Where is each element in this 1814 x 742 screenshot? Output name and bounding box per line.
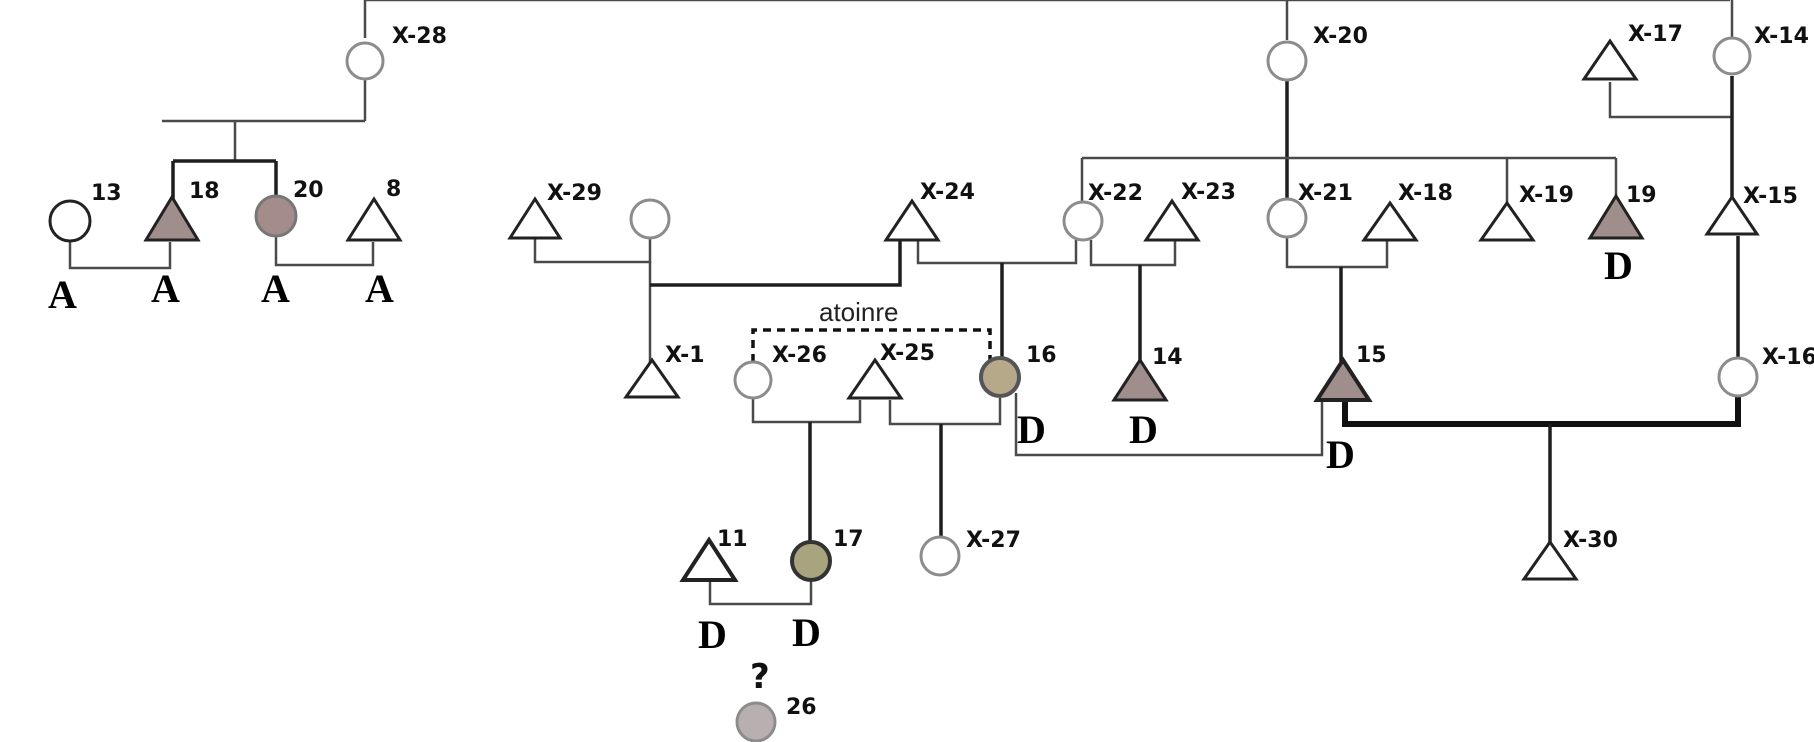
label-x18: X-18 xyxy=(1398,181,1453,206)
label-i8: 8 xyxy=(386,177,401,202)
x22-female-symbol[interactable] xyxy=(1062,200,1104,242)
label-i16: 16 xyxy=(1026,343,1057,368)
x29-couple-line xyxy=(533,236,652,264)
label-i11: 11 xyxy=(717,527,748,552)
label-x1: X-1 xyxy=(665,343,705,368)
genotype-i19: D xyxy=(1604,243,1633,288)
i13-female-symbol[interactable] xyxy=(48,199,92,243)
i18-affected-male-symbol[interactable] xyxy=(143,194,201,242)
label-i20: 20 xyxy=(293,178,324,203)
x24-x22-couple-line xyxy=(916,240,1078,265)
genotype-labels: A A A A D D D D D D ? xyxy=(48,243,1633,697)
label-x26: X-26 xyxy=(772,343,827,368)
x28-female-symbol[interactable] xyxy=(345,41,385,81)
genotype-i11: D xyxy=(698,612,727,657)
x17-male-symbol[interactable] xyxy=(1581,38,1639,81)
pedigree-symbols xyxy=(48,36,1760,742)
label-x25: X-25 xyxy=(880,341,935,366)
label-i15: 15 xyxy=(1356,343,1387,368)
x18-male-symbol[interactable] xyxy=(1361,200,1419,242)
label-x20: X-20 xyxy=(1313,24,1368,49)
genotype-i18: A xyxy=(151,266,180,311)
x26-x25-couple-line xyxy=(751,398,862,424)
x14-female-symbol[interactable] xyxy=(1712,36,1752,76)
label-x17: X-17 xyxy=(1628,22,1683,47)
i16-i15-line xyxy=(1014,393,1324,457)
i11-male-symbol[interactable] xyxy=(679,536,739,582)
i20-affected-female-symbol[interactable] xyxy=(254,194,298,238)
label-x21: X-21 xyxy=(1298,181,1353,206)
label-x28: X-28 xyxy=(392,24,447,49)
x25-16-couple-line xyxy=(888,398,1002,426)
label-i13: 13 xyxy=(91,181,122,206)
i14-affected-male-symbol[interactable] xyxy=(1111,357,1169,402)
i16-affected-female-symbol[interactable] xyxy=(979,356,1021,398)
x19-male-symbol[interactable] xyxy=(1478,200,1536,242)
label-i14: 14 xyxy=(1152,345,1183,370)
id-labels: X-28 X-20 X-17 X-14 13 18 20 8 X-29 X-24… xyxy=(91,22,1814,720)
x21-female-symbol[interactable] xyxy=(1266,197,1308,239)
label-i18: 18 xyxy=(189,179,220,204)
x27-female-symbol[interactable] xyxy=(919,535,961,577)
label-x15: X-15 xyxy=(1743,184,1798,209)
i19-affected-male-symbol[interactable] xyxy=(1587,193,1645,240)
i15-affected-male-symbol[interactable] xyxy=(1313,356,1373,402)
x29-wife-female-symbol[interactable] xyxy=(629,198,671,240)
genotype-i16: D xyxy=(1017,407,1046,452)
i15-x16-couple-line xyxy=(1342,395,1741,427)
label-x30: X-30 xyxy=(1563,528,1618,553)
x25-male-symbol[interactable] xyxy=(846,357,904,400)
label-x29: X-29 xyxy=(547,181,602,206)
label-x16: X-16 xyxy=(1762,345,1814,370)
genotype-i15: D xyxy=(1326,432,1355,477)
i17-affected-female-symbol[interactable] xyxy=(790,540,832,582)
i26-unknown-female-symbol[interactable] xyxy=(735,701,777,742)
x28-sibship-line xyxy=(171,159,278,200)
label-x14: X-14 xyxy=(1754,24,1809,49)
pedigree-lines xyxy=(68,0,1741,606)
label-x23: X-23 xyxy=(1181,180,1236,205)
label-x19: X-19 xyxy=(1519,183,1574,208)
genotype-i13: A xyxy=(48,272,77,317)
label-x24: X-24 xyxy=(920,180,975,205)
x16-female-symbol[interactable] xyxy=(1717,356,1759,398)
x24-male-symbol[interactable] xyxy=(883,198,941,242)
x22-x23-couple-line xyxy=(1089,240,1177,267)
label-x22: X-22 xyxy=(1088,181,1143,206)
label-x27: X-27 xyxy=(966,528,1021,553)
x17-x14-marriage-line xyxy=(1608,82,1732,119)
x26-female-symbol[interactable] xyxy=(733,360,773,400)
x1-male-symbol[interactable] xyxy=(623,357,681,399)
x24-union-line xyxy=(650,237,902,287)
genotype-i26-question: ? xyxy=(750,657,770,697)
x30-male-symbol[interactable] xyxy=(1521,539,1579,581)
dashed-bracket-label: atoinre xyxy=(819,297,899,327)
i8-male-symbol[interactable] xyxy=(345,196,403,242)
x29-male-symbol[interactable] xyxy=(507,196,563,240)
genotype-i8: A xyxy=(365,266,394,311)
genotype-i14: D xyxy=(1129,407,1158,452)
x21-x18-couple-line xyxy=(1285,235,1389,269)
label-i26: 26 xyxy=(786,695,817,720)
label-i19: 19 xyxy=(1626,183,1657,208)
label-i17: 17 xyxy=(833,527,864,552)
couple-20-8-line xyxy=(274,235,375,267)
i11-i17-couple-line xyxy=(708,580,813,606)
couple-13-18-line xyxy=(68,238,172,270)
x23-male-symbol[interactable] xyxy=(1143,198,1201,242)
genotype-i20: A xyxy=(261,266,290,311)
genotype-i17: D xyxy=(792,610,821,655)
x20-female-symbol[interactable] xyxy=(1266,40,1308,82)
x15-male-symbol[interactable] xyxy=(1704,194,1760,236)
dashed-bracket xyxy=(751,328,992,362)
